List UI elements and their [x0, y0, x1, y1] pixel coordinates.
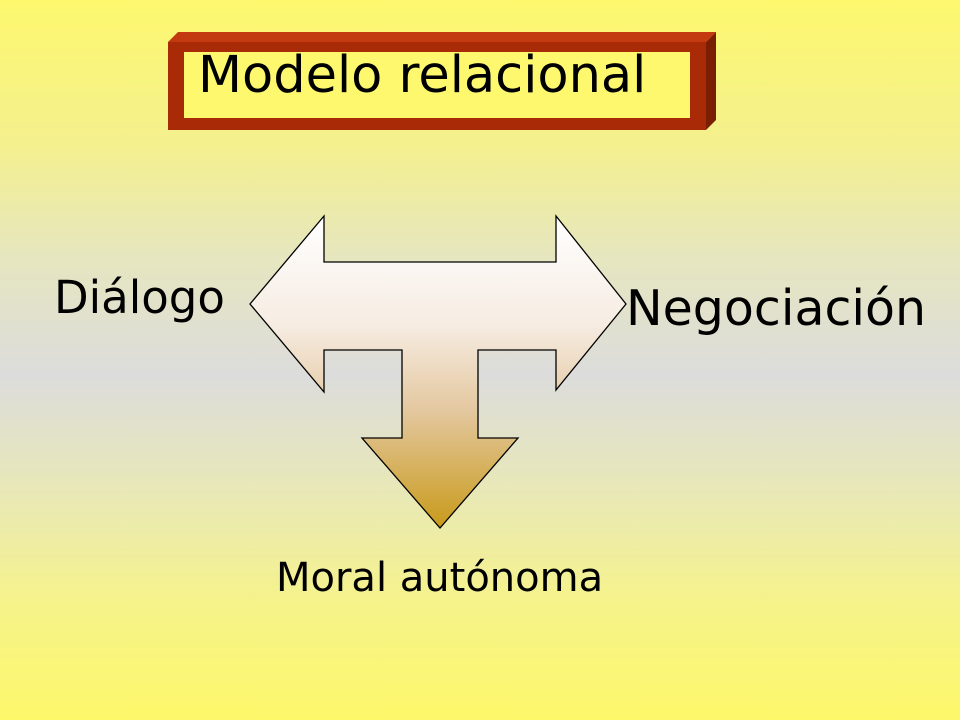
- moral-autonoma-label: Moral autónoma: [276, 555, 604, 601]
- page-title: Modelo relacional: [198, 46, 647, 105]
- negociacion-label: Negociación: [626, 280, 927, 337]
- dialogo-label: Diálogo: [54, 271, 225, 324]
- title-frame: [168, 32, 716, 130]
- title-box: Modelo relacional: [168, 32, 716, 132]
- frame-bevel-right: [706, 32, 716, 130]
- frame-inner: [184, 52, 690, 118]
- frame-bevel-top: [168, 32, 716, 42]
- t-arrow-shape: [249, 214, 627, 529]
